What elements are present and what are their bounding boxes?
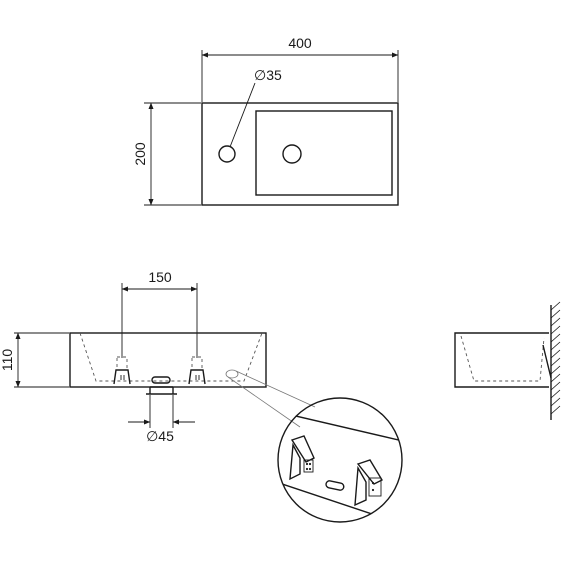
detail-overflow-slot: [325, 480, 345, 491]
width-label: 400: [288, 35, 312, 51]
side-view: [454, 301, 561, 420]
hatch-line: [550, 301, 561, 311]
hatch-line: [550, 405, 561, 415]
spacing-dimension: 150: [121, 269, 198, 358]
hole-label: ∅35: [254, 67, 282, 83]
hatch-line: [550, 325, 561, 335]
hatch-line: [550, 317, 561, 327]
detail-bracket-right: [354, 459, 383, 507]
hatch-line: [550, 341, 561, 351]
wall-hatching: [550, 301, 561, 415]
drain-pipe: [146, 386, 177, 395]
overflow-slot: [151, 376, 171, 384]
basin-outline-front: [69, 332, 267, 388]
hidden-bowl-side: [460, 335, 545, 382]
basin-outline-side: [454, 332, 549, 388]
spacing-label: 150: [148, 269, 172, 285]
hatch-line: [550, 389, 561, 399]
hatch-line: [550, 397, 561, 407]
detail-view: [277, 397, 403, 523]
hatch-line: [550, 373, 561, 383]
hatch-line: [550, 365, 561, 375]
detail-bracket-left: [289, 435, 315, 481]
hatch-line: [550, 309, 561, 319]
wall-bracket-right: [188, 356, 206, 385]
top-view: 400 200 ∅35: [132, 35, 399, 206]
front-height-dimension: 110: [0, 332, 69, 388]
hatch-line: [550, 381, 561, 391]
detail-circle: [277, 397, 403, 523]
detail-leader: [225, 369, 316, 428]
front-height-label: 110: [0, 349, 15, 372]
hatch-line: [550, 357, 561, 367]
height-label: 200: [132, 142, 148, 166]
wall-bracket-left: [113, 356, 131, 385]
hatch-line: [550, 333, 561, 343]
hatch-line: [550, 349, 561, 359]
bowl-outline-top: [255, 110, 393, 196]
height-dimension: 200: [132, 102, 201, 206]
drain-dimension: ∅45: [128, 395, 195, 444]
width-dimension: 400: [201, 35, 399, 102]
front-view: 150 110 ∅45: [0, 269, 267, 444]
side-bracket: [542, 344, 552, 379]
drain-hole-top: [282, 144, 302, 164]
hole-leader: ∅35: [229, 67, 282, 148]
drain-label: ∅45: [146, 428, 174, 444]
hidden-bowl-contour: [79, 332, 263, 382]
basin-outline-top: [201, 102, 399, 206]
tap-hole: [218, 145, 236, 163]
